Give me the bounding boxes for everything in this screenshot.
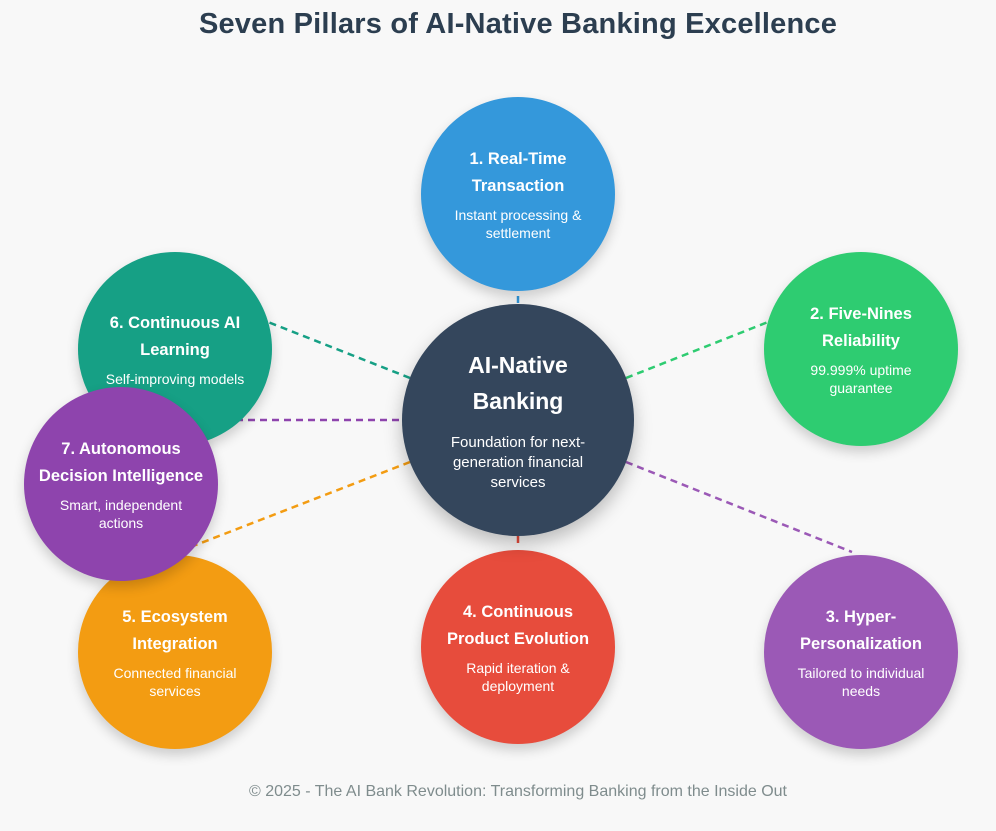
- pillar-title: 6. Continuous AI Learning: [109, 314, 241, 359]
- center-node-ai-native-banking[interactable]: AI-Native Banking Foundation for next-ge…: [402, 304, 634, 536]
- pillar-description: Instant processing & settlement: [454, 207, 582, 241]
- pillar-7-autonomous-decision-intelligence[interactable]: 7. Autonomous Decision Intelligence Smar…: [24, 387, 218, 581]
- center-title: AI-Native Banking: [468, 352, 568, 414]
- pillar-title: 5. Ecosystem Integration: [122, 608, 228, 653]
- pillar-title: 1. Real-Time Transaction: [469, 150, 567, 195]
- pillar-4-continuous-product-evolution[interactable]: 4. Continuous Product Evolution Rapid it…: [421, 550, 615, 744]
- connector-pillar-3: [625, 460, 853, 554]
- pillar-title: 2. Five-Nines Reliability: [810, 305, 912, 350]
- connector-pillar-6: [267, 320, 411, 380]
- footer-copyright: © 2025 - The AI Bank Revolution: Transfo…: [249, 783, 787, 800]
- connector-pillar-5: [187, 460, 411, 550]
- page-title: Seven Pillars of AI-Native Banking Excel…: [198, 8, 838, 40]
- pillar-description: Tailored to individual needs: [797, 665, 925, 699]
- pillar-description: Smart, independent actions: [59, 497, 183, 531]
- pillar-title: 3. Hyper-Personalization: [800, 608, 922, 653]
- center-description: Foundation for next-generation financial…: [450, 434, 586, 491]
- pillar-title: 4. Continuous Product Evolution: [446, 603, 590, 648]
- pillar-description: 99.999% uptime guarantee: [810, 362, 912, 396]
- connector-pillar-2: [625, 320, 769, 380]
- pillar-3-hyper-personalization[interactable]: 3. Hyper-Personalization Tailored to ind…: [764, 555, 958, 749]
- pillar-2-five-nines-reliability[interactable]: 2. Five-Nines Reliability 99.999% uptime…: [764, 252, 958, 446]
- pillar-description: Connected financial services: [113, 665, 237, 699]
- pillar-5-ecosystem-integration[interactable]: 5. Ecosystem Integration Connected finan…: [78, 555, 272, 749]
- pillar-title: 7. Autonomous Decision Intelligence: [38, 440, 204, 485]
- pillar-description: Self-improving models: [105, 371, 245, 387]
- pillar-1-real-time-transaction[interactable]: 1. Real-Time Transaction Instant process…: [421, 97, 615, 291]
- pillar-description: Rapid iteration & deployment: [466, 660, 570, 694]
